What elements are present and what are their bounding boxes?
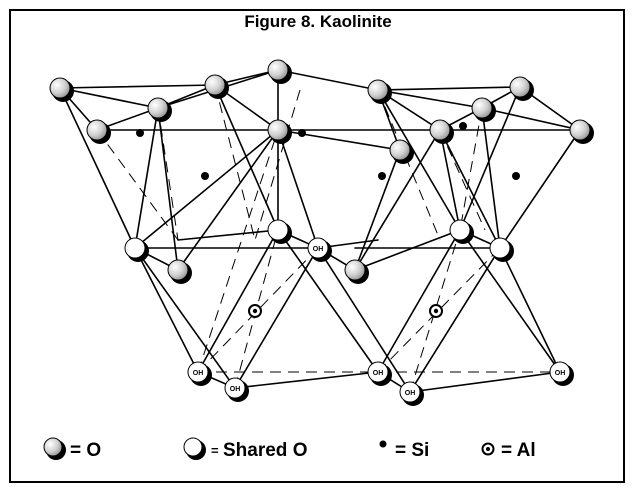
dashed-bonds: [96, 84, 560, 393]
svg-text:OH: OH: [230, 386, 241, 393]
legend-shared-oxygen-label: Shared O: [223, 440, 307, 461]
svg-text:OH: OH: [373, 370, 384, 377]
shared-oxygen-atom: [267, 219, 292, 244]
svg-text:OH: OH: [313, 246, 324, 253]
legend-aluminum-icon: [481, 442, 495, 456]
silicon-atom: [378, 172, 386, 180]
oxygen-atom: [167, 259, 192, 284]
legend-shared-oxygen-icon: [183, 437, 206, 460]
oxygen-atom: [267, 119, 292, 144]
hydroxyl-atom: OH: [367, 361, 392, 386]
oxygen-atom: [389, 139, 414, 164]
shared-oxygen-atoms: [124, 219, 514, 262]
legend: = O = Shared O = Si = Al: [43, 437, 536, 461]
legend-oxygen-label: = O: [70, 440, 101, 461]
oxygen-atoms: [49, 59, 594, 284]
aluminum-atoms: [248, 304, 443, 318]
oxygen-atom: [569, 119, 594, 144]
svg-text:OH: OH: [555, 370, 566, 377]
silicon-atom: [512, 172, 520, 180]
hydroxyl-atom: OH: [399, 381, 424, 406]
solid-bonds: [59, 69, 581, 393]
hydroxyl-atom: OH: [224, 377, 249, 402]
silicon-atoms: [136, 122, 520, 180]
shared-oxygen-atom: [449, 219, 474, 244]
oxygen-atom: [86, 119, 111, 144]
silicon-atom: [136, 129, 144, 137]
oxygen-atom: [344, 259, 369, 284]
svg-text:OH: OH: [193, 370, 204, 377]
oxygen-atom: [147, 97, 172, 122]
oxygen-atom: [367, 79, 392, 104]
shared-oxygen-atom: [489, 237, 514, 262]
legend-oxygen-icon: [43, 437, 66, 460]
hydroxyl-atom: OH: [187, 361, 212, 386]
svg-text:OH: OH: [405, 390, 416, 397]
legend-silicon-icon: [379, 440, 387, 448]
oxygen-atom: [267, 59, 292, 84]
silicon-atom: [298, 129, 306, 137]
shared-oxygen-atom: [124, 237, 149, 262]
silicon-atom: [201, 172, 209, 180]
oxygen-atom: [509, 76, 534, 101]
oxygen-atom: [204, 74, 229, 99]
legend-aluminum-label: = Al: [501, 440, 536, 461]
oxygen-atom: [471, 97, 496, 122]
legend-silicon-label: = Si: [395, 440, 429, 461]
figure-title: Figure 8. Kaolinite: [244, 12, 392, 31]
hydroxyl-atom: OH: [307, 237, 332, 262]
oxygen-atom: [429, 119, 454, 144]
silicon-atom: [459, 122, 467, 130]
hydroxyl-atoms: OH OH OH OH OH OH: [187, 237, 574, 406]
hydroxyl-atom: OH: [549, 361, 574, 386]
oxygen-atom: [49, 77, 74, 102]
legend-shared-oxygen-equals: =: [211, 443, 219, 458]
aluminum-atom: [248, 304, 262, 318]
aluminum-atom: [429, 304, 443, 318]
